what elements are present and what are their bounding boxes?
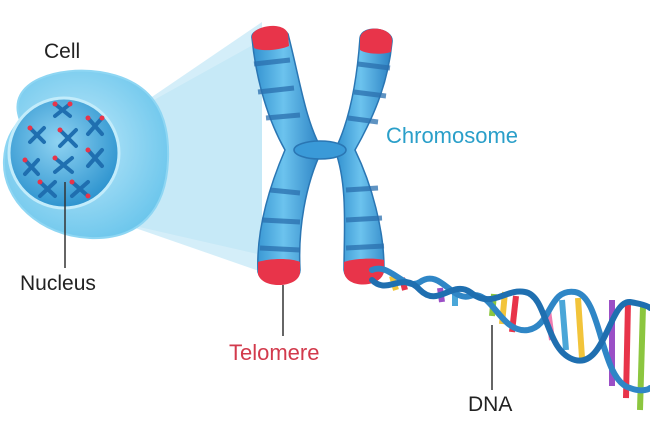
nucleus-label: Nucleus	[20, 272, 96, 295]
mini-chromosomes	[23, 102, 104, 198]
centromere	[293, 140, 347, 160]
chromosome-bands	[253, 57, 391, 253]
chromosome-label: Chromosome	[386, 123, 519, 148]
nucleus-illustration	[7, 96, 121, 210]
dna-label: DNA	[468, 393, 513, 416]
dna-double-helix-illustration	[369, 265, 650, 411]
dna-strand-b	[369, 277, 650, 364]
mini-telomeres	[22, 101, 105, 199]
telomere-cap-bottom-left	[258, 259, 300, 286]
cell-label: Cell	[44, 40, 81, 63]
chromosome-illustration	[251, 25, 393, 286]
telomere-caps	[251, 25, 393, 286]
telomere-label: Telomere	[229, 340, 320, 365]
telomere-cap-top-left	[251, 25, 289, 51]
dna-strand-a	[369, 265, 650, 394]
telomere-cap-top-right	[360, 28, 393, 54]
